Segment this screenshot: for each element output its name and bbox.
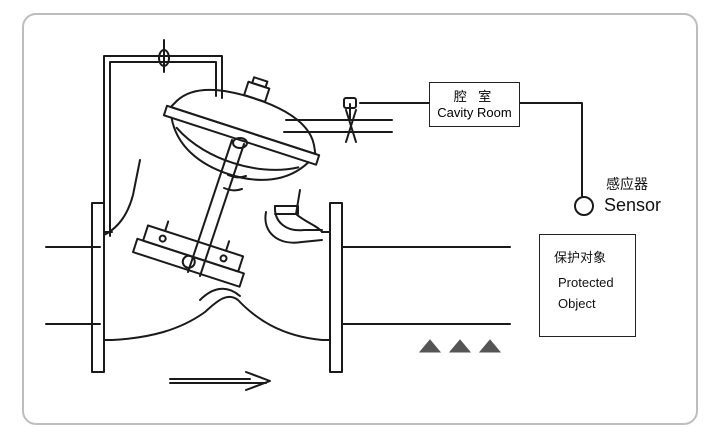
- cavity-room-box: 腔 室 Cavity Room: [429, 82, 520, 127]
- valve-bonnet: [162, 76, 321, 181]
- cavity-pipe: [283, 97, 431, 143]
- protected-object-label-en-1: Protected: [558, 275, 614, 290]
- sensor-icon: [574, 196, 594, 216]
- sensor-label-en: Sensor: [604, 195, 662, 215]
- right-flange: [321, 202, 343, 373]
- sensor-label-zh: 感应器: [606, 176, 648, 192]
- diagram-frame: [22, 13, 698, 425]
- pipe: [45, 246, 511, 325]
- pilot-needle-valve: [158, 39, 170, 73]
- triangle-icon: [478, 339, 502, 353]
- triangle-icon: [448, 339, 472, 353]
- protected-object-box: 保护对象 Protected Object: [539, 234, 636, 337]
- signal-line: [519, 102, 583, 197]
- valve-disc: [132, 220, 245, 288]
- protected-object-label-zh: 保护对象: [554, 250, 607, 265]
- pilot-tube: [103, 55, 223, 241]
- ground-triangles: [418, 339, 502, 353]
- protected-object-label-en-2: Object: [558, 296, 596, 311]
- cavity-room-label-en: Cavity Room: [437, 105, 512, 120]
- valve-body: [103, 159, 323, 341]
- triangle-icon: [418, 339, 442, 353]
- cavity-room-label-zh: 腔 室: [453, 89, 496, 104]
- valve-stem: [187, 137, 248, 277]
- flow-arrow-icon: [169, 371, 271, 391]
